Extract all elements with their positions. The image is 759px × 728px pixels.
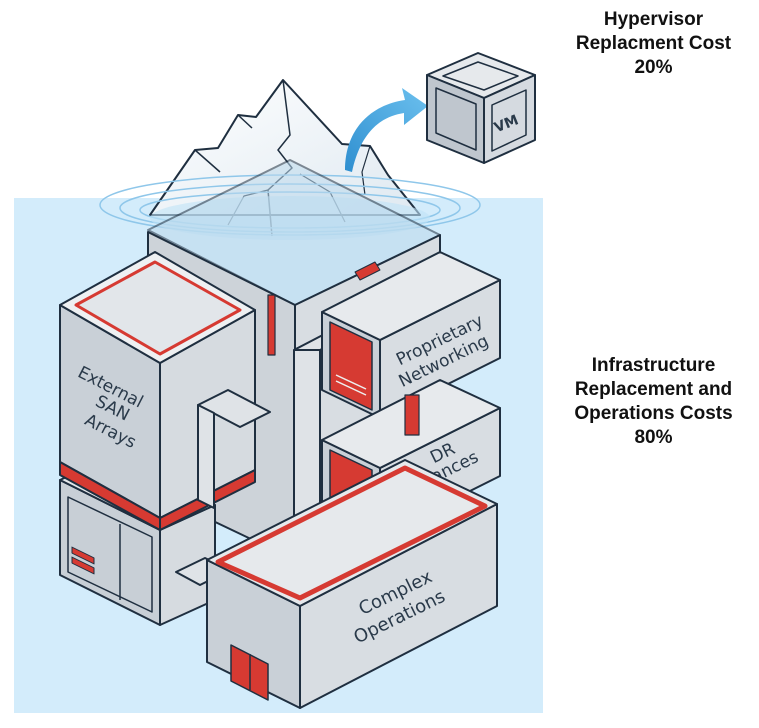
infrastructure-cost-line3: Operations Costs (574, 403, 733, 424)
hypervisor-cost-line1: Hypervisor (603, 9, 704, 30)
infrastructure-cost-percent: 80% (634, 427, 673, 448)
infrastructure-cost-line2: Replacement and (574, 379, 733, 400)
infrastructure-cost-label: Infrastructure Replacement and Operation… (548, 354, 759, 450)
complex-operations-box: Complex Operations (206, 459, 498, 709)
vm-cube-icon: VM (426, 52, 536, 164)
hypervisor-cost-line2: Replacment Cost (575, 33, 732, 54)
hypervisor-cost-label: Hypervisor Replacment Cost 20% (548, 8, 759, 80)
infrastructure-cost-line1: Infrastructure (591, 355, 716, 376)
hypervisor-cost-percent: 20% (634, 57, 673, 78)
migration-arrow-icon (345, 88, 428, 172)
networking-box: Proprietary Networking (321, 251, 501, 419)
iceberg-tip (149, 79, 421, 237)
